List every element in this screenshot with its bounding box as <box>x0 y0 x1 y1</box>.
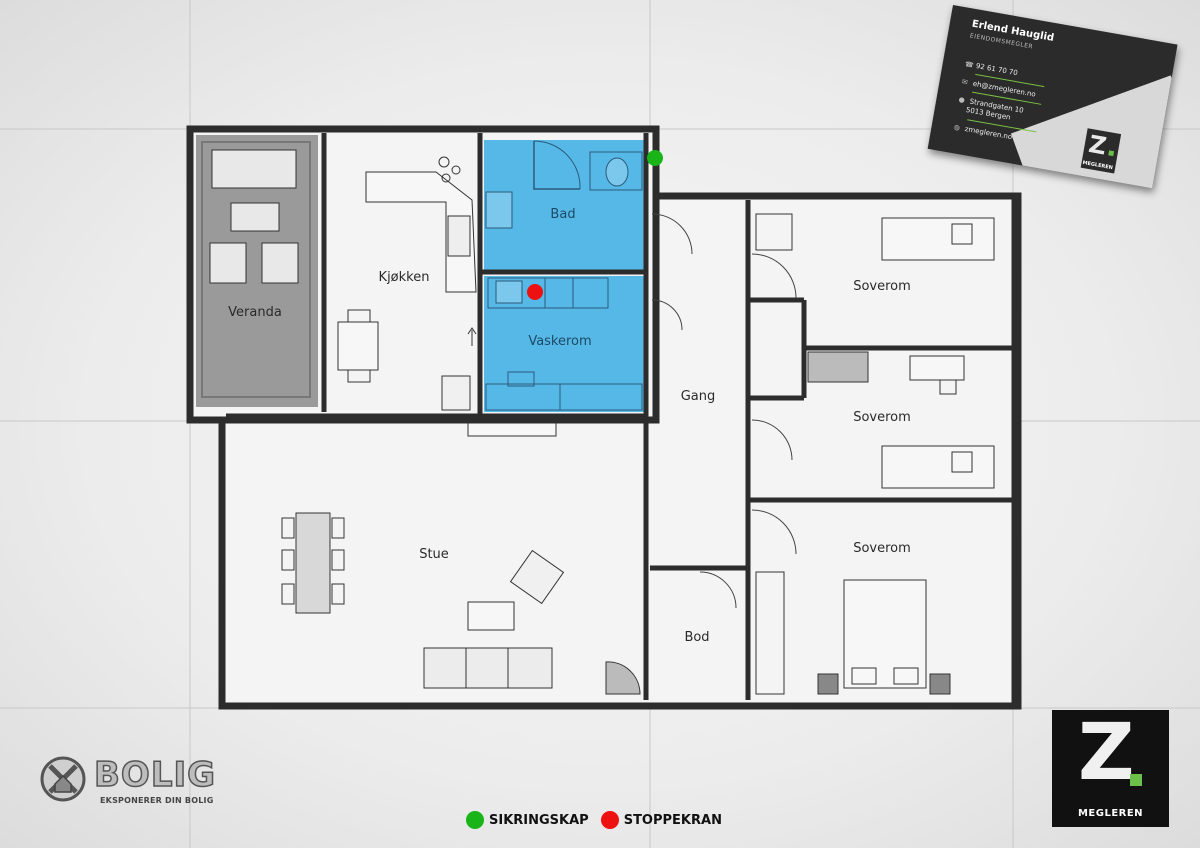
sikringskap-legend-dot <box>466 811 484 829</box>
dining-chair <box>331 517 345 539</box>
walls <box>186 125 1022 710</box>
card-logo-square <box>1108 150 1115 157</box>
dining-chair <box>281 517 295 539</box>
stoppekran-legend-label: STOPPEKRAN <box>623 812 722 828</box>
coffee-table <box>467 601 515 631</box>
logo-letter: Z <box>1078 708 1135 798</box>
room-label-soverom-2: Soverom <box>853 410 911 425</box>
zmegleren-logo: Z MEGLEREN <box>1052 710 1169 827</box>
veranda-sofa <box>211 149 297 189</box>
kitchen-chair <box>347 369 371 383</box>
logo-text: MEGLEREN <box>1077 808 1144 819</box>
dining-chair <box>281 583 295 605</box>
nightstand <box>929 673 951 695</box>
stair-arrow-head <box>467 327 477 335</box>
pillow <box>893 667 919 685</box>
door-swings <box>651 213 797 609</box>
kitchen-chair <box>347 309 371 323</box>
room-label-veranda: Veranda <box>228 305 282 320</box>
room-label-stue: Stue <box>419 547 449 562</box>
plant <box>438 156 450 168</box>
globe-icon: ◍ <box>953 123 961 132</box>
veranda-frame <box>201 141 311 398</box>
veranda-table <box>230 202 280 232</box>
washer <box>544 277 574 309</box>
phone-icon: ☎ <box>964 60 975 70</box>
dining-table <box>295 512 331 614</box>
closet <box>807 351 869 383</box>
stoppekran-marker <box>527 284 543 300</box>
wardrobe <box>755 213 793 251</box>
pillow <box>851 667 877 685</box>
dining-chair <box>331 583 345 605</box>
sofa <box>423 647 553 689</box>
sikringskap-legend-label: SIKRINGSKAP <box>489 812 589 828</box>
bed-single <box>881 217 995 261</box>
toilet <box>605 157 629 187</box>
room-label-kjokken: Kjøkken <box>378 270 430 285</box>
desk <box>909 355 965 381</box>
kitchen-stove <box>447 215 471 257</box>
logo-square <box>1130 774 1142 786</box>
room-label-soverom-1: Soverom <box>853 279 911 294</box>
bed-double <box>843 579 927 689</box>
kitchen-table <box>337 321 379 371</box>
room-label-gang: Gang <box>680 389 716 404</box>
fireplace <box>605 661 641 695</box>
mail-icon: ✉ <box>961 77 969 87</box>
toilet-niche <box>589 151 643 191</box>
nightstand <box>817 673 839 695</box>
room-label-bad: Bad <box>550 207 576 222</box>
legend: SIKRINGSKAP STOPPEKRAN <box>466 809 734 831</box>
laundry-sink <box>495 280 523 304</box>
shower-door <box>533 140 581 190</box>
dining-chair <box>331 549 345 571</box>
card-phone-row: ☎ 92 61 70 70 <box>964 60 1018 77</box>
pillow <box>951 451 973 473</box>
room-label-soverom-3: Soverom <box>853 541 911 556</box>
card-logo: Z MEGLEREN <box>1080 128 1122 174</box>
fridge <box>441 375 471 411</box>
stoppekran-legend-dot <box>600 811 619 829</box>
veranda-chair <box>261 242 299 284</box>
plant <box>441 173 451 183</box>
veranda-chair <box>209 242 247 284</box>
bathroom-sink <box>485 191 513 229</box>
laundry-chair <box>507 371 535 387</box>
desk-chair <box>939 379 957 395</box>
pillow <box>951 223 973 245</box>
dining-chair <box>281 549 295 571</box>
plant <box>451 165 461 175</box>
agent-website: zmegleren.no <box>964 125 1013 142</box>
xbolig-wordmark: BOLIG <box>93 755 217 795</box>
xbolig-tagline: EKSPONERER DIN BOLIG <box>100 796 214 805</box>
card-logo-letter: Z <box>1086 129 1109 161</box>
xbolig-logo: BOLIG EKSPONERER DIN BOLIG <box>38 752 248 812</box>
laundry-bench <box>485 383 643 411</box>
wardrobe <box>755 571 785 695</box>
armchair <box>509 549 565 605</box>
sikringskap-marker <box>647 150 663 166</box>
xbolig-mark-icon <box>40 756 86 802</box>
room-label-bod: Bod <box>684 630 710 645</box>
location-icon: ● <box>957 95 966 105</box>
bed-single <box>881 445 995 489</box>
room-label-vaskerom: Vaskerom <box>528 334 592 349</box>
shower-outline <box>533 141 580 190</box>
